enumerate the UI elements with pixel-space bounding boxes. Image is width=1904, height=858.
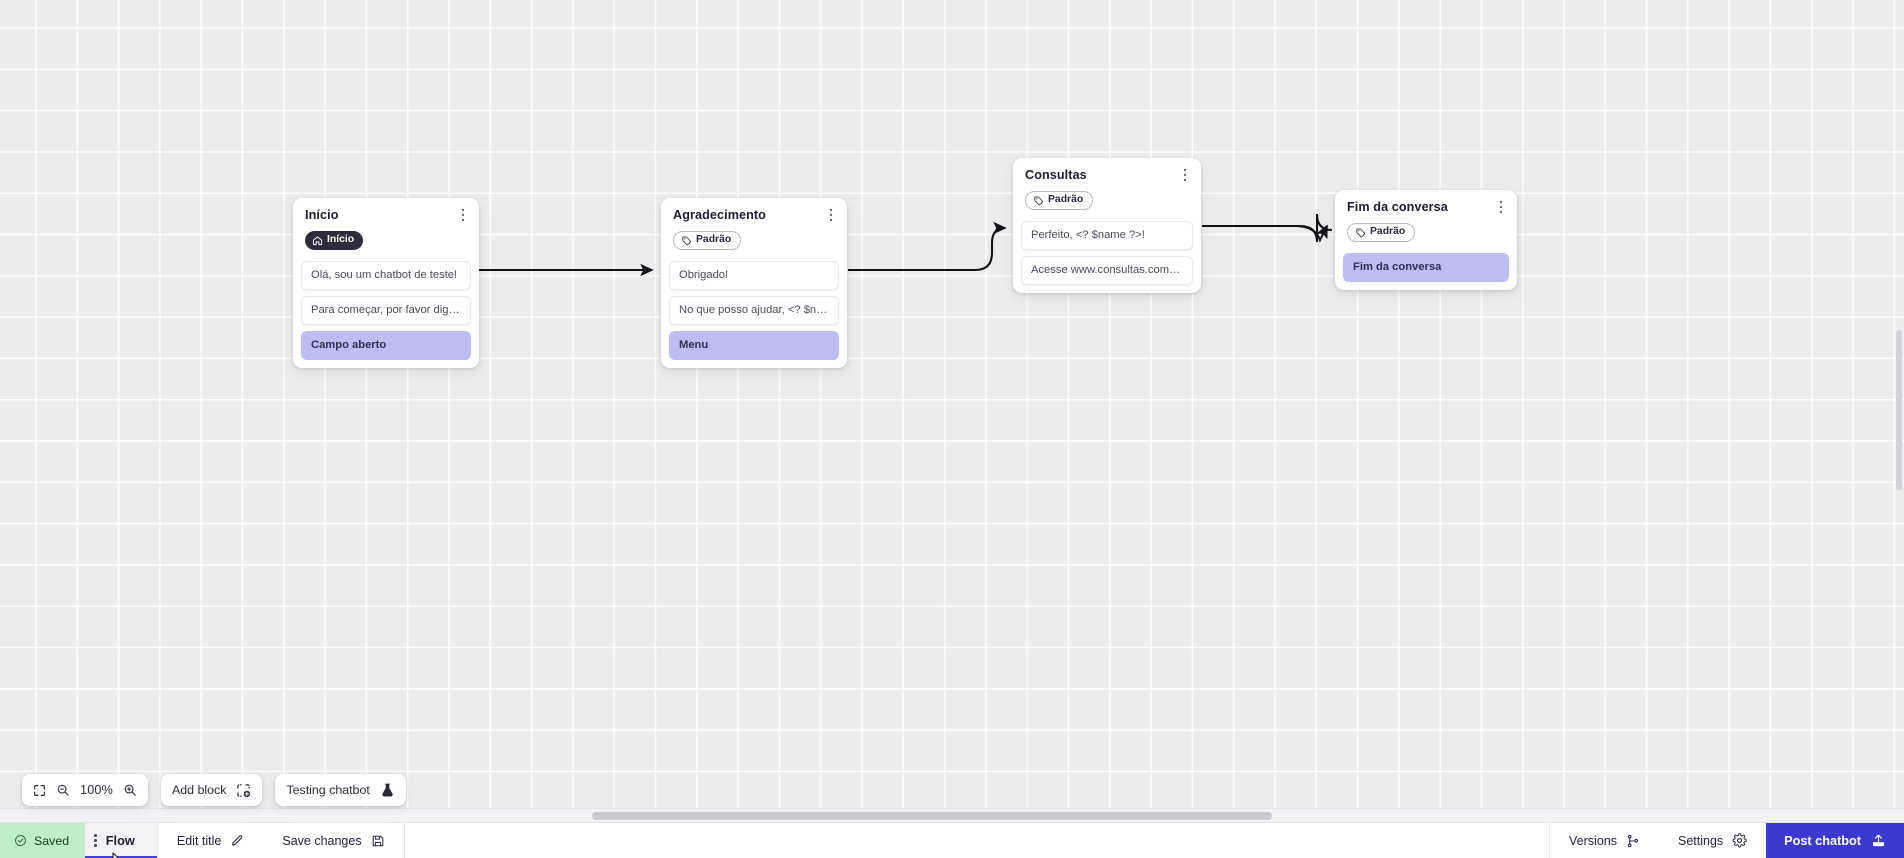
zoom-in-icon[interactable]: [123, 783, 137, 797]
horizontal-scrollbar-thumb[interactable]: [592, 812, 1272, 820]
node-header: Fim da conversa Padrão: [1335, 190, 1517, 253]
kebab-menu-icon[interactable]: [454, 205, 472, 225]
message-item-highlight[interactable]: Menu: [669, 331, 839, 360]
message-item[interactable]: Perfeito, <? $name ?>!: [1021, 221, 1193, 250]
post-chatbot-button[interactable]: Post chatbot: [1766, 823, 1904, 858]
zoom-out-icon[interactable]: [56, 783, 70, 797]
message-item-highlight[interactable]: Campo aberto: [301, 331, 471, 360]
fit-screen-icon[interactable]: [33, 784, 46, 797]
node-header: Início Início: [293, 198, 479, 261]
message-item[interactable]: Olá, sou um chatbot de teste!: [301, 261, 471, 290]
tab-flow-label: Flow: [105, 833, 135, 848]
badge-label: Padrão: [1370, 226, 1406, 238]
flow-node-agradecimento[interactable]: Agradecimento Padrão Obrigado! No que po…: [661, 198, 847, 368]
zoom-level-label: 100%: [80, 783, 114, 797]
horizontal-scrollbar[interactable]: [0, 808, 1904, 822]
node-messages: Obrigado! No que posso ajudar, <? $name …: [661, 261, 847, 368]
status-badge-saved: Saved: [0, 823, 86, 858]
upload-icon: [1871, 833, 1886, 848]
node-messages: Perfeito, <? $name ?>! Acesse www.consul…: [1013, 221, 1201, 293]
divider: [403, 823, 405, 858]
edit-title-label: Edit title: [176, 833, 222, 848]
vertical-scrollbar[interactable]: [1894, 0, 1904, 822]
tag-icon: [1034, 196, 1044, 206]
zoom-controls: 100%: [22, 774, 149, 806]
add-block-label: Add block: [172, 783, 227, 797]
add-block-icon: [236, 783, 251, 798]
node-title: Início: [305, 208, 339, 222]
flow-node-fim-da-conversa[interactable]: Fim da conversa Padrão Fim da conversa: [1335, 190, 1517, 290]
kebab-menu-icon[interactable]: [1176, 165, 1194, 185]
flow-node-consultas[interactable]: Consultas Padrão Perfeito, <? $name ?>! …: [1013, 158, 1201, 293]
message-item[interactable]: Obrigado!: [669, 261, 839, 290]
kebab-menu-icon[interactable]: [1492, 197, 1510, 217]
tag-icon: [1356, 228, 1366, 238]
badge-label: Início: [327, 234, 355, 246]
connection-edges: [478, 213, 1333, 277]
edge-consultas-fim-arrow: [1202, 224, 1328, 243]
message-item-highlight[interactable]: Fim da conversa: [1343, 253, 1509, 282]
node-header: Consultas Padrão: [1013, 158, 1201, 221]
divider: [1549, 823, 1551, 858]
message-item[interactable]: Acesse www.consultas.com par...: [1021, 256, 1193, 285]
node-title: Fim da conversa: [1347, 200, 1448, 214]
saved-label: Saved: [34, 833, 70, 848]
pencil-icon: [230, 834, 244, 848]
message-item[interactable]: No que posso ajudar, <? $name ...: [669, 296, 839, 325]
flow-canvas[interactable]: Início Início Olá, sou um chatbot de tes…: [0, 0, 1904, 822]
status-bar-right: Versions Settings Post chatbot: [1549, 823, 1904, 858]
versions-button[interactable]: Versions: [1550, 823, 1659, 858]
tab-flow[interactable]: Flow: [85, 823, 158, 858]
edge-consultas-fim: [1202, 213, 1333, 243]
node-badge-padrao[interactable]: Padrão: [1025, 191, 1094, 210]
testing-chatbot-label: Testing chatbot: [286, 783, 370, 797]
node-messages: Olá, sou um chatbot de teste! Para começ…: [293, 261, 479, 368]
badge-label: Padrão: [1048, 194, 1084, 206]
branch-icon: [1626, 834, 1640, 848]
message-item[interactable]: Para começar, por favor digite o ...: [301, 296, 471, 325]
home-icon: [312, 236, 323, 246]
badge-label: Padrão: [696, 234, 732, 246]
post-chatbot-label: Post chatbot: [1784, 833, 1861, 848]
save-changes-label: Save changes: [282, 833, 362, 848]
edit-title-button[interactable]: Edit title: [158, 823, 263, 858]
kebab-menu-icon[interactable]: [822, 205, 840, 225]
drag-handle-icon[interactable]: [94, 834, 97, 847]
vertical-scrollbar-thumb[interactable]: [1896, 330, 1902, 490]
gear-icon: [1732, 833, 1747, 848]
canvas-toolbar: 100% Add block Testing chatbot: [22, 774, 406, 806]
flask-icon: [380, 782, 395, 798]
testing-chatbot-button[interactable]: Testing chatbot: [275, 774, 406, 806]
node-messages: Fim da conversa: [1335, 253, 1517, 290]
tag-icon: [682, 236, 692, 246]
bottom-status-bar: Saved Flow Edit title Save changes: [0, 822, 1904, 858]
node-header: Agradecimento Padrão: [661, 198, 847, 261]
check-circle-icon: [15, 835, 26, 846]
node-title: Agradecimento: [673, 208, 766, 222]
node-title: Consultas: [1025, 168, 1087, 182]
save-changes-button[interactable]: Save changes: [263, 823, 403, 858]
node-badge-inicio[interactable]: Início: [305, 231, 364, 250]
node-badge-padrao[interactable]: Padrão: [1347, 223, 1416, 242]
versions-label: Versions: [1569, 833, 1617, 848]
add-block-button[interactable]: Add block: [161, 774, 263, 806]
node-badge-padrao[interactable]: Padrão: [673, 231, 742, 250]
settings-label: Settings: [1677, 833, 1724, 848]
status-bar-left: Saved Flow Edit title Save changes: [0, 823, 405, 858]
floppy-disk-icon: [371, 834, 385, 848]
flow-node-inicio[interactable]: Início Início Olá, sou um chatbot de tes…: [293, 198, 479, 368]
edge-agradecimento-consultas: [848, 221, 1007, 272]
settings-button[interactable]: Settings: [1659, 823, 1766, 858]
